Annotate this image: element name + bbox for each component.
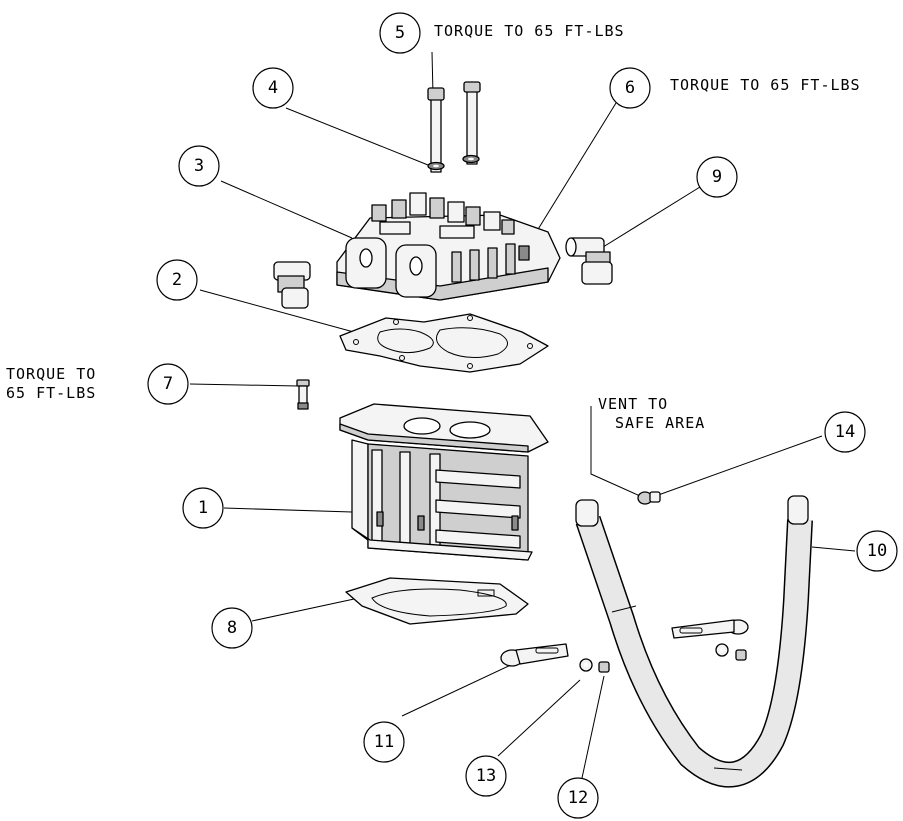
torque-note-6: TORQUE TO 65 FT-LBS — [670, 76, 861, 94]
vent-note-line2: SAFE AREA — [615, 414, 705, 432]
torque-note-5: TORQUE TO 65 FT-LBS — [434, 22, 625, 40]
svg-text:3: 3 — [194, 156, 204, 176]
callout-bubble-13: 13 — [465, 755, 507, 797]
leader-4 — [285, 107, 429, 166]
svg-text:12: 12 — [568, 788, 588, 808]
cylinder-block — [339, 403, 549, 561]
svg-text:2: 2 — [172, 270, 182, 290]
hose-clamps — [500, 619, 749, 667]
leader-11 — [401, 662, 516, 717]
leader-9 — [594, 186, 701, 253]
leader-2 — [199, 289, 373, 338]
svg-text:5: 5 — [395, 23, 405, 43]
leader-10 — [811, 546, 856, 552]
callout-bubble-3: 3 — [178, 145, 220, 187]
washers — [427, 154, 480, 171]
hose — [575, 495, 813, 788]
torque-note-7-line1: TORQUE TO — [6, 365, 96, 383]
head-gasket — [339, 313, 549, 373]
leader-12 — [581, 675, 605, 779]
vent-note-line1: VENT TO — [598, 395, 668, 413]
leader-14 — [649, 435, 823, 499]
stud-bolts — [427, 81, 481, 173]
vent-fitting — [637, 491, 661, 505]
torque-note-7-line2: 65 FT-LBS — [6, 384, 96, 402]
callout-bubble-11: 11 — [363, 721, 405, 763]
callout-bubble-2: 2 — [156, 259, 198, 301]
callout-bubble-10: 10 — [856, 530, 898, 572]
leader-6 — [523, 102, 617, 253]
cylinder-head — [336, 192, 561, 301]
clamp-washers-nuts — [579, 643, 747, 673]
svg-text:13: 13 — [476, 766, 496, 786]
callout-bubble-4: 4 — [252, 67, 294, 109]
svg-text:14: 14 — [835, 422, 855, 442]
elbow-fittings — [273, 237, 613, 309]
callout-bubble-6: 6 — [609, 67, 651, 109]
callout-bubble-12: 12 — [557, 777, 599, 819]
leader-lines — [189, 51, 856, 779]
callout-bubble-5: 5 — [379, 12, 421, 54]
leader-8 — [251, 595, 369, 622]
svg-text:9: 9 — [712, 167, 722, 187]
svg-text:10: 10 — [867, 541, 887, 561]
svg-text:6: 6 — [625, 78, 635, 98]
callout-bubble-9: 9 — [696, 156, 738, 198]
leader-vent — [590, 406, 641, 497]
plug-fitting — [296, 379, 310, 410]
leader-3 — [220, 180, 353, 239]
base-gasket — [345, 577, 529, 625]
svg-text:7: 7 — [163, 374, 173, 394]
callout-bubble-14: 14 — [824, 411, 866, 453]
callout-bubble-8: 8 — [211, 607, 253, 649]
callout-bubble-1: 1 — [182, 487, 224, 529]
leader-1 — [223, 507, 353, 513]
svg-text:4: 4 — [268, 78, 278, 98]
leader-13 — [497, 679, 581, 757]
callout-bubble-7: 7 — [147, 363, 189, 405]
svg-text:8: 8 — [227, 618, 237, 638]
svg-text:1: 1 — [198, 498, 208, 518]
leader-7 — [189, 383, 299, 387]
svg-text:11: 11 — [374, 732, 394, 752]
